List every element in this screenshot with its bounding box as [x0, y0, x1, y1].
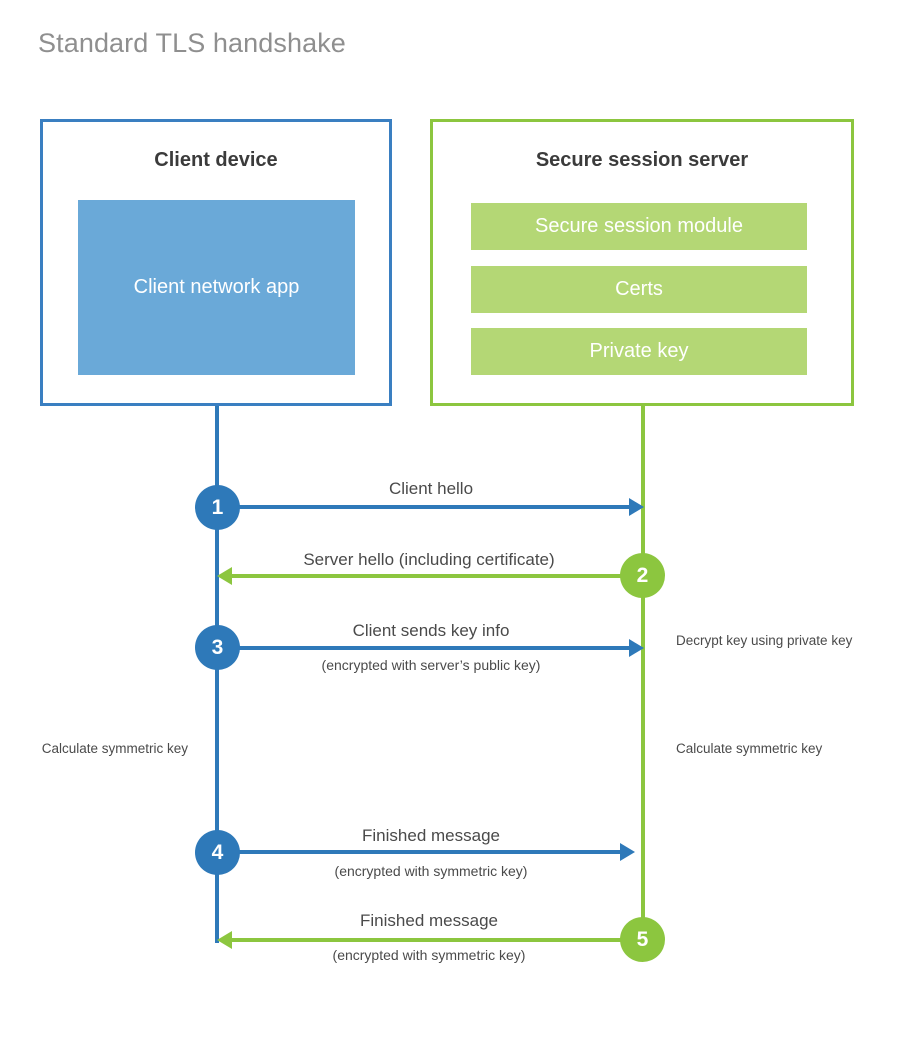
page-title: Standard TLS handshake — [38, 28, 346, 58]
step-2-arrow-head-icon — [217, 567, 232, 585]
client-device-title: Client device — [154, 149, 278, 171]
step-4-arrow-line — [217, 850, 622, 854]
client-device-box: Client device Client network app — [40, 119, 392, 406]
step-4-label: Finished message — [362, 826, 500, 845]
step-5-arrow-line — [232, 938, 644, 942]
server-block-certs: Certs — [471, 266, 807, 313]
client-lifeline — [215, 406, 219, 943]
client-network-app-block: Client network app — [78, 200, 355, 375]
step-3-circle[interactable]: 3 — [195, 625, 240, 670]
step-2-circle[interactable]: 2 — [620, 553, 665, 598]
step-4-sublabel: (encrypted with symmetric key) — [334, 863, 528, 879]
step-4-arrow-head-icon — [620, 843, 635, 861]
step-5-sublabel: (encrypted with symmetric key) — [332, 947, 526, 963]
annotation-decrypt-key: Decrypt key using private key — [676, 633, 853, 648]
step-4-circle[interactable]: 4 — [195, 830, 240, 875]
annotation-server-calculate-symmetric-key: Calculate symmetric key — [676, 741, 823, 756]
step-1-label: Client hello — [388, 479, 474, 498]
step-3-arrow-line — [217, 646, 632, 650]
step-3-arrow-head-icon — [629, 639, 644, 657]
server-block-private-key: Private key — [471, 328, 807, 375]
server-block-secure-session-module: Secure session module — [471, 203, 807, 250]
step-3-sublabel: (encrypted with server’s public key) — [321, 657, 541, 673]
step-3-label: Client sends key info — [352, 621, 510, 640]
step-1-circle[interactable]: 1 — [195, 485, 240, 530]
step-1-arrow-line — [217, 505, 632, 509]
step-5-label: Finished message — [360, 911, 498, 930]
step-5-arrow-head-icon — [217, 931, 232, 949]
annotation-client-calculate-symmetric-key: Calculate symmetric key — [41, 741, 188, 756]
secure-session-server-title: Secure session server — [535, 149, 749, 171]
server-lifeline — [641, 406, 645, 942]
step-2-arrow-line — [232, 574, 644, 578]
secure-session-server-box: Secure session server Secure session mod… — [430, 119, 854, 406]
step-1-arrow-head-icon — [629, 498, 644, 516]
step-2-label: Server hello (including certificate) — [303, 550, 555, 569]
step-5-circle[interactable]: 5 — [620, 917, 665, 962]
